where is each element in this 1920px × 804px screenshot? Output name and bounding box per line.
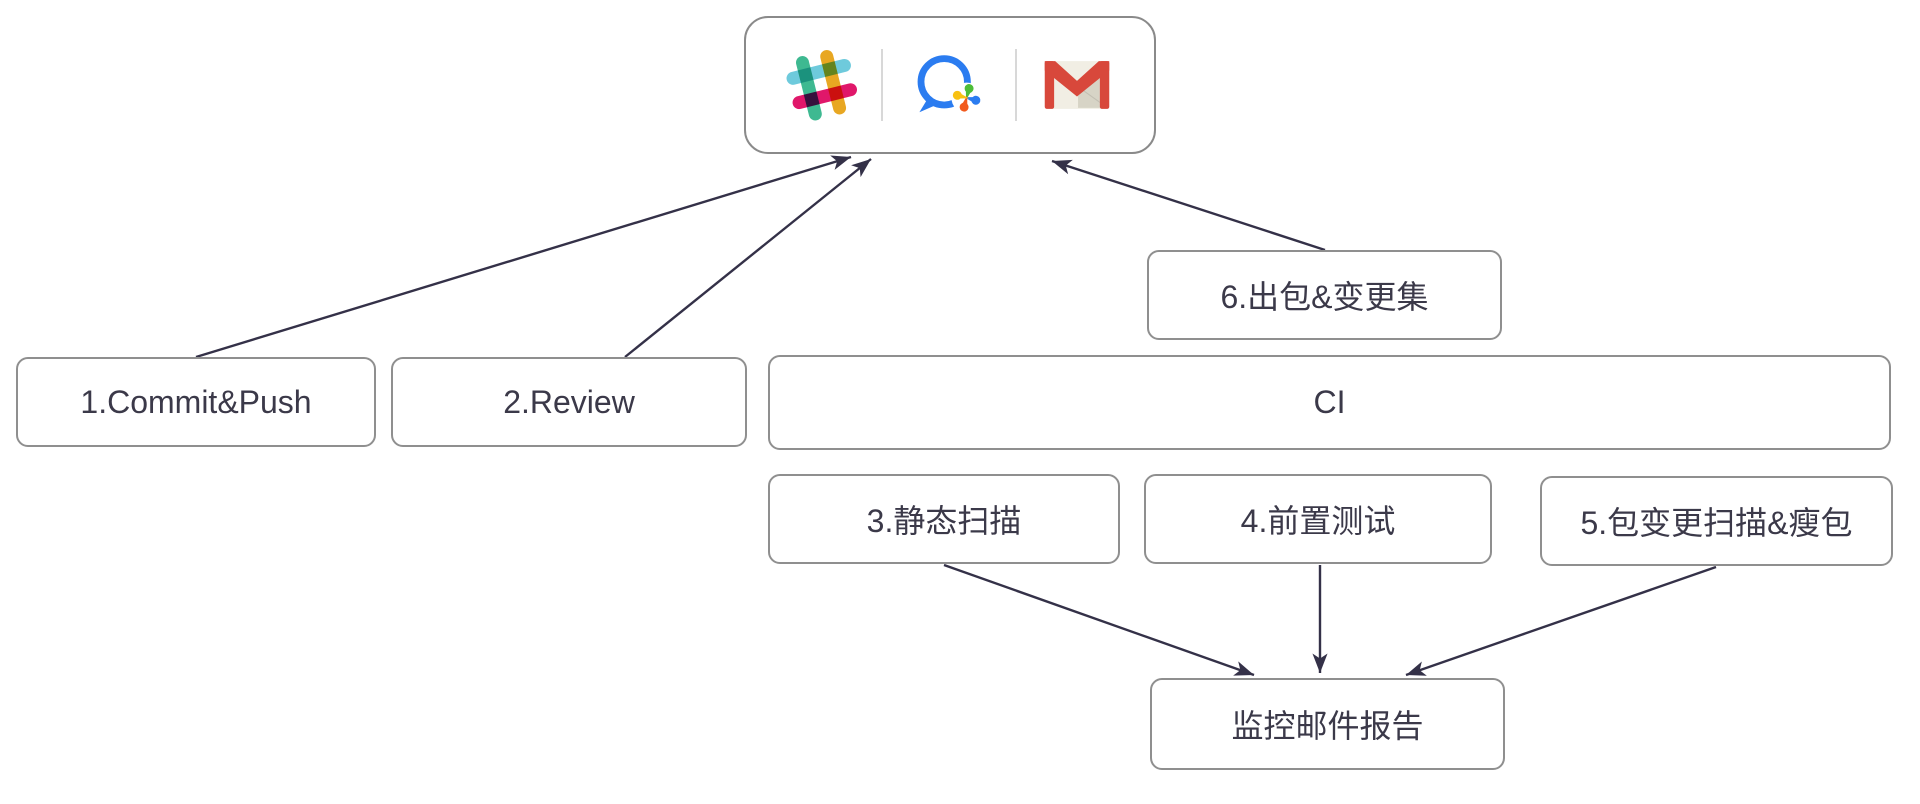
node-review: 2.Review bbox=[391, 357, 747, 447]
node-monitor-mail-report: 监控邮件报告 bbox=[1150, 678, 1505, 770]
arrow-commit-to-channels bbox=[195, 155, 852, 359]
node-label: 1.Commit&Push bbox=[80, 383, 312, 420]
node-label: 监控邮件报告 bbox=[1231, 708, 1424, 744]
node-static-scan: 3.静态扫描 bbox=[768, 474, 1120, 564]
node-release-changeset: 6.出包&变更集 bbox=[1147, 250, 1502, 340]
node-label: 6.出包&变更集 bbox=[1220, 279, 1429, 315]
node-label: 5.包变更扫描&瘦包 bbox=[1580, 505, 1853, 541]
slack-icon bbox=[782, 45, 862, 125]
arrow-static-scan-to-report bbox=[943, 563, 1255, 677]
node-commit-push: 1.Commit&Push bbox=[16, 357, 376, 447]
node-ci: CI bbox=[768, 355, 1891, 450]
gmail-icon bbox=[1044, 61, 1110, 109]
node-label: 2.Review bbox=[503, 383, 635, 420]
arrow-pkg-scan-to-report bbox=[1405, 565, 1717, 677]
node-label: CI bbox=[1313, 384, 1346, 420]
node-label: 3.静态扫描 bbox=[866, 503, 1022, 539]
node-pre-test: 4.前置测试 bbox=[1144, 474, 1492, 564]
icon-divider bbox=[1015, 49, 1017, 121]
arrow-review-to-channels bbox=[624, 158, 872, 358]
node-pkg-change-scan: 5.包变更扫描&瘦包 bbox=[1540, 476, 1893, 566]
node-label: 4.前置测试 bbox=[1240, 503, 1396, 539]
wecom-icon bbox=[917, 55, 982, 113]
notification-channels-box bbox=[744, 16, 1156, 154]
arrow-release-to-channels bbox=[1051, 159, 1326, 252]
icon-divider bbox=[881, 49, 883, 121]
